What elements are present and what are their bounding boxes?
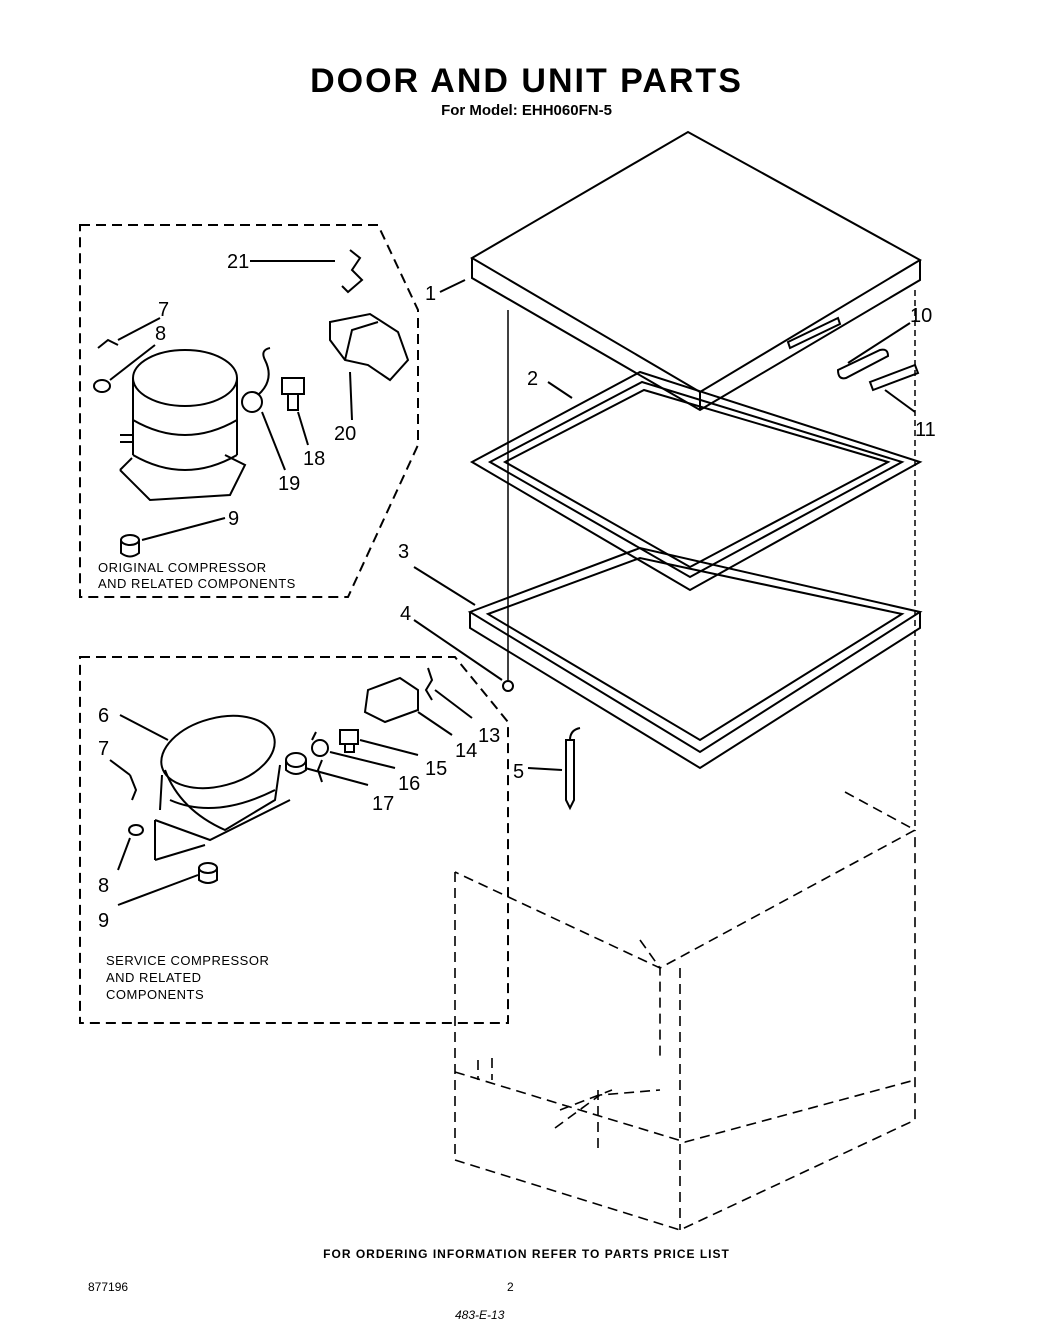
leader-7 xyxy=(117,317,161,341)
leader-10 xyxy=(847,322,911,364)
callout-4: 4 xyxy=(400,603,411,625)
callout-2: 2 xyxy=(527,368,538,390)
leader-19 xyxy=(261,411,286,471)
document-number: 877196 xyxy=(88,1280,129,1294)
callout-15: 15 xyxy=(425,758,447,780)
handle-10 xyxy=(836,348,890,380)
service-compressor xyxy=(154,714,291,861)
bracket-16 xyxy=(311,731,329,783)
callout-11: 11 xyxy=(915,419,936,441)
leader-11 xyxy=(884,389,916,413)
overload-17 xyxy=(285,752,307,775)
original-caption-line1: ORIGINAL COMPRESSOR xyxy=(98,560,267,575)
callout-8: 8 xyxy=(155,323,166,345)
screw-4 xyxy=(502,680,514,692)
callout-3: 3 xyxy=(398,541,409,563)
door-lid-1 xyxy=(470,130,923,412)
grommet-9-service xyxy=(198,862,218,884)
callout-5: 5 xyxy=(513,761,524,783)
callout-17: 17 xyxy=(372,793,394,815)
grommet-9 xyxy=(120,534,140,558)
page-title: DOOR AND UNIT PARTS xyxy=(310,62,743,100)
callout-13: 13 xyxy=(478,725,500,747)
leader-4 xyxy=(413,619,503,681)
callout-20: 20 xyxy=(334,423,356,445)
leader-2 xyxy=(547,381,573,399)
grommet-8-service xyxy=(128,824,144,836)
callout-9: 9 xyxy=(228,508,239,530)
callout-21: 21 xyxy=(227,251,249,273)
callout-8-service: 8 xyxy=(98,875,109,897)
callout-6: 6 xyxy=(98,705,109,727)
callout-7-service: 7 xyxy=(98,738,109,760)
callout-19: 19 xyxy=(278,473,300,495)
leader-8 xyxy=(109,344,156,381)
original-compressor-box: 21 7 8 20 19 18 9 ORIGINAL COMPRESSOR AN… xyxy=(79,224,419,598)
leader-6 xyxy=(119,714,169,741)
trim-11 xyxy=(868,363,920,392)
callout-14: 14 xyxy=(455,740,477,762)
page-number: 2 xyxy=(507,1280,514,1294)
leader-15 xyxy=(359,739,419,756)
leader-17 xyxy=(304,767,369,786)
leader-3 xyxy=(413,566,476,606)
cover-14 xyxy=(363,676,419,724)
service-compressor-box: 6 7 13 14 15 16 17 8 9 SERVICE COMPRESSO… xyxy=(79,656,509,1024)
cover-20 xyxy=(329,312,410,382)
leader-9 xyxy=(141,517,226,541)
overload-18 xyxy=(281,377,305,411)
leader-20 xyxy=(349,371,353,421)
grommet-8 xyxy=(93,379,111,393)
handwritten-note: 483-E-13 xyxy=(455,1308,505,1322)
leader-18 xyxy=(297,411,309,446)
gasket-2 xyxy=(469,370,923,592)
ordering-footer: FOR ORDERING INFORMATION REFER TO PARTS … xyxy=(323,1247,730,1261)
probe-5 xyxy=(565,727,581,811)
bracket-7 xyxy=(97,338,119,349)
leader-1 xyxy=(439,279,466,293)
callout-18: 18 xyxy=(303,448,325,470)
service-caption-line1: SERVICE COMPRESSOR xyxy=(106,953,269,968)
service-caption-line2: AND RELATED xyxy=(106,970,202,985)
original-caption-line2: AND RELATED COMPONENTS xyxy=(98,576,296,591)
callout-9-service: 9 xyxy=(98,910,109,932)
relay-15 xyxy=(339,729,359,753)
leader-9s xyxy=(117,874,199,906)
leader-5 xyxy=(527,767,563,771)
clip-13 xyxy=(424,667,434,701)
leader-14 xyxy=(417,711,453,736)
callout-7: 7 xyxy=(158,299,169,321)
leader-7s xyxy=(109,759,131,776)
service-caption-line3: COMPONENTS xyxy=(106,987,204,1002)
model-subtitle: For Model: EHH060FN-5 xyxy=(441,102,612,119)
clip-21 xyxy=(341,249,364,294)
callout-16: 16 xyxy=(398,773,420,795)
leader-16 xyxy=(329,751,396,769)
leader-13 xyxy=(434,689,473,719)
breaker-strip-3 xyxy=(467,546,923,770)
bracket-7-service xyxy=(129,774,138,801)
cabinet-outline xyxy=(454,791,917,1231)
callout-10: 10 xyxy=(910,305,932,327)
callout-1: 1 xyxy=(425,283,436,305)
original-compressor xyxy=(119,349,247,502)
leader-8s xyxy=(117,837,131,871)
relay-19 xyxy=(241,347,271,413)
